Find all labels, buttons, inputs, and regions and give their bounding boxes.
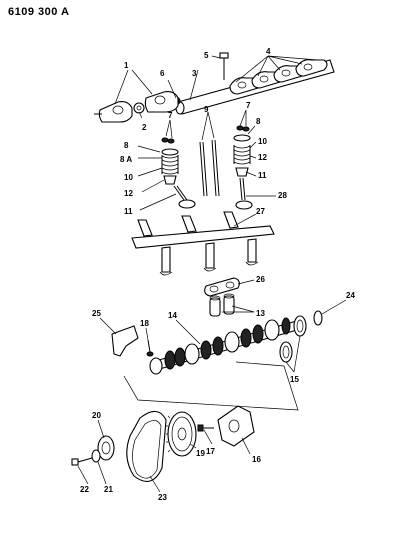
reference-frame bbox=[123, 361, 299, 411]
callout-7-right: 7 bbox=[246, 101, 251, 110]
camshaft-plug bbox=[313, 310, 323, 326]
callout-20: 20 bbox=[92, 411, 101, 420]
valve-assembly-right bbox=[233, 125, 253, 210]
callout-16: 16 bbox=[252, 455, 261, 464]
callout-15: 15 bbox=[290, 375, 299, 384]
callout-3: 3 bbox=[192, 69, 197, 78]
callout-5: 5 bbox=[204, 51, 209, 60]
callout-11-left: 11 bbox=[124, 207, 133, 216]
callout-21: 21 bbox=[104, 485, 113, 494]
callout-9: 9 bbox=[204, 105, 209, 114]
callout-25: 25 bbox=[92, 309, 101, 318]
callout-1: 1 bbox=[124, 61, 129, 70]
crankshaft-sprocket bbox=[97, 435, 115, 461]
roller-tappets bbox=[209, 293, 235, 317]
callout-12-left: 12 bbox=[124, 189, 133, 198]
callout-10-left: 10 bbox=[124, 173, 133, 182]
callout-22: 22 bbox=[80, 485, 89, 494]
camshaft-sprocket bbox=[166, 411, 197, 457]
callout-13: 13 bbox=[256, 309, 265, 318]
callout-18: 18 bbox=[140, 319, 149, 328]
rocker-arms-set bbox=[229, 59, 328, 95]
callout-7-left: 7 bbox=[168, 111, 173, 120]
callout-27: 27 bbox=[256, 207, 265, 216]
callout-11-right: 11 bbox=[258, 171, 267, 180]
callout-6: 6 bbox=[160, 69, 165, 78]
leader-lines bbox=[77, 55, 347, 493]
thrust-plate bbox=[111, 325, 139, 357]
callout-4: 4 bbox=[266, 47, 271, 56]
callout-12-right: 12 bbox=[258, 153, 267, 162]
rocker-arm-left bbox=[94, 101, 133, 123]
cover-plate-bolt bbox=[197, 424, 214, 432]
callout-labels: 1 2 3 4 5 6 7 7 8 8 8 A 9 10 10 11 11 12… bbox=[80, 47, 355, 502]
callout-19: 19 bbox=[196, 449, 205, 458]
callout-2: 2 bbox=[142, 123, 147, 132]
callout-8-left: 8 bbox=[124, 141, 129, 150]
timing-belt bbox=[126, 410, 167, 482]
crank-bolt bbox=[71, 457, 93, 466]
rocker-shaft-bolt bbox=[219, 52, 229, 80]
tappet-aligner bbox=[204, 277, 240, 297]
valve-assembly-left bbox=[161, 137, 196, 209]
callout-8a: 8 A bbox=[120, 155, 132, 164]
callout-14: 14 bbox=[168, 311, 177, 320]
cover-plate bbox=[217, 405, 255, 447]
camshaft bbox=[149, 317, 305, 375]
callout-28: 28 bbox=[278, 191, 287, 200]
callout-8-right: 8 bbox=[256, 117, 261, 126]
callout-10-right: 10 bbox=[258, 137, 267, 146]
callout-26: 26 bbox=[256, 275, 265, 284]
callout-24: 24 bbox=[346, 291, 355, 300]
spring-washer bbox=[133, 102, 145, 114]
diagram-code: 6109 300 A bbox=[8, 6, 70, 18]
tappet-yoke bbox=[131, 211, 275, 276]
thrust-plate-bolt bbox=[146, 339, 154, 357]
callout-17: 17 bbox=[206, 447, 215, 456]
rocker-arm-right bbox=[144, 91, 179, 113]
crank-washer bbox=[91, 449, 101, 463]
push-rods bbox=[199, 139, 220, 197]
callout-23: 23 bbox=[158, 493, 167, 502]
